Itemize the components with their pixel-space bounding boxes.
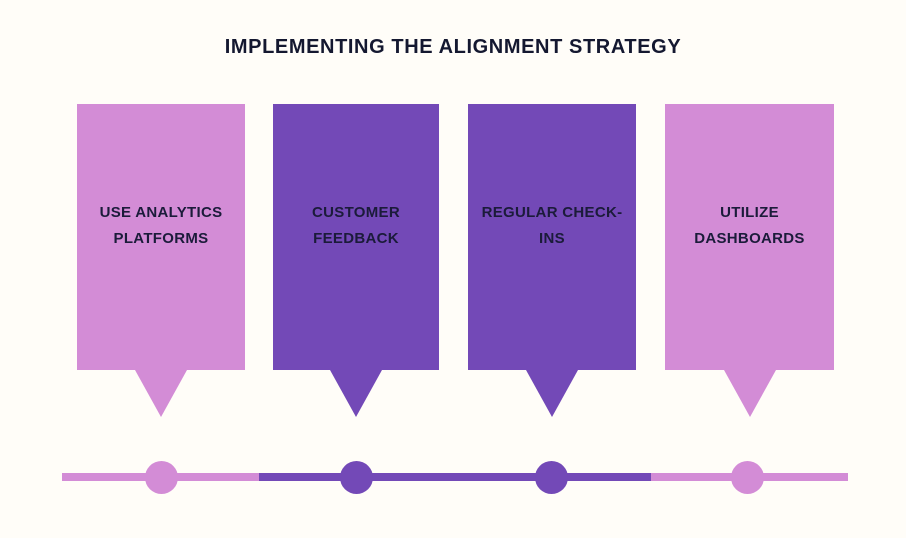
timeline-segment-1 bbox=[62, 473, 259, 481]
timeline-marker-3 bbox=[535, 461, 568, 494]
timeline-marker-2 bbox=[340, 461, 373, 494]
step-bubble: UTILIZE DASHBOARDS bbox=[665, 104, 834, 370]
step-label: CUSTOMER FEEDBACK bbox=[312, 204, 400, 247]
down-pointer-icon bbox=[723, 370, 776, 417]
timeline-segment-3 bbox=[651, 473, 848, 481]
timeline-marker-4 bbox=[731, 461, 764, 494]
step-bubble: REGULAR CHECK-INS bbox=[468, 104, 636, 370]
step-card-utilize-dashboards: UTILIZE DASHBOARDS bbox=[665, 104, 834, 417]
down-pointer-icon bbox=[526, 370, 578, 417]
step-bubble: USE ANALYTICS PLATFORMS bbox=[77, 104, 245, 370]
step-label: REGULAR CHECK-INS bbox=[481, 204, 623, 247]
step-label: USE ANALYTICS PLATFORMS bbox=[99, 204, 223, 247]
timeline-segment-2 bbox=[259, 473, 651, 481]
step-card-use-analytics-platforms: USE ANALYTICS PLATFORMS bbox=[77, 104, 245, 417]
down-pointer-icon bbox=[135, 370, 187, 417]
step-bubble: CUSTOMER FEEDBACK bbox=[273, 104, 439, 370]
step-card-customer-feedback: CUSTOMER FEEDBACK bbox=[273, 104, 439, 417]
step-card-regular-check-ins: REGULAR CHECK-INS bbox=[468, 104, 636, 417]
diagram-title: IMPLEMENTING THE ALIGNMENT STRATEGY bbox=[224, 36, 682, 58]
timeline-marker-1 bbox=[145, 461, 178, 494]
down-pointer-icon bbox=[330, 370, 382, 417]
step-label: UTILIZE DASHBOARDS bbox=[694, 204, 805, 247]
